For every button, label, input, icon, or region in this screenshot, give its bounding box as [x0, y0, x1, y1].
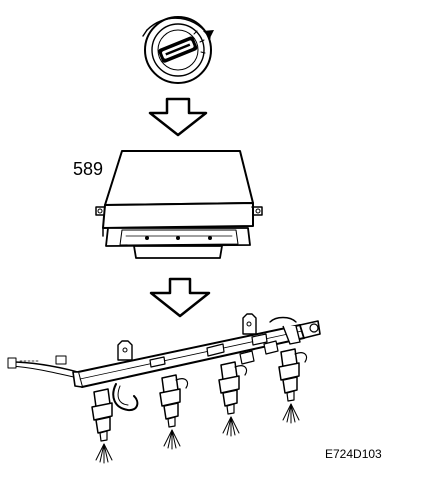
component-number-label: 589: [73, 159, 103, 179]
figure-code-label: E724D103: [325, 447, 382, 461]
flow-arrow-icon: [148, 97, 208, 137]
fuel-injector-3: [218, 361, 248, 437]
control-module-icon: [95, 150, 263, 259]
fuel-rail-injectors-icon: [7, 313, 321, 464]
ignition-switch-icon: [142, 16, 214, 84]
flow-arrow-icon: [149, 277, 211, 318]
fuel-injector-1: [91, 388, 113, 464]
fuel-injector-4: [278, 348, 308, 424]
fuel-injector-2: [159, 374, 189, 450]
